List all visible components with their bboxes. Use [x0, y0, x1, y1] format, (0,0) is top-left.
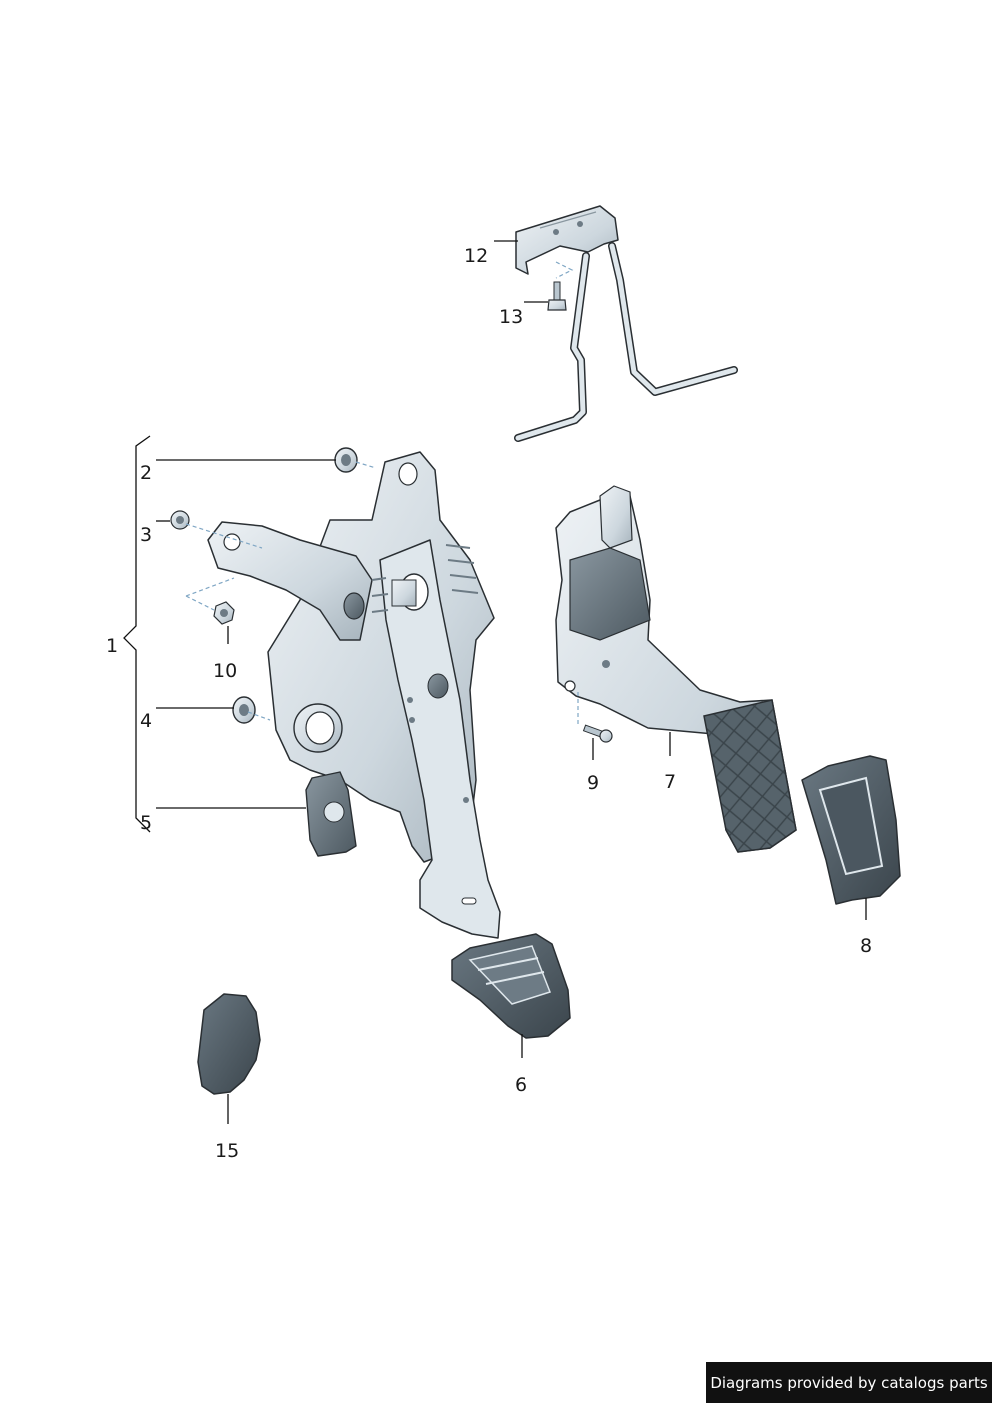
bracket-with-rod-part-12: [514, 205, 738, 442]
cap-part-15: [197, 993, 261, 1095]
callout-3: 3: [140, 524, 153, 546]
pedal-pad-part-8: [801, 755, 901, 905]
bolt-part-13: [547, 281, 567, 311]
callout-4: 4: [140, 710, 153, 732]
dashed-assembly-lines: [185, 261, 579, 724]
screw-part-9: [582, 724, 613, 743]
callout-15: 15: [215, 1140, 240, 1162]
nut-part-3: [170, 510, 190, 530]
brake-pedal-pad-part-6: [451, 933, 571, 1039]
callout-6: 6: [515, 1074, 528, 1096]
sensor-holder-part-5: [305, 771, 357, 857]
pedal-assembly-part-1: [207, 451, 501, 939]
callout-9: 9: [587, 772, 600, 794]
credit-banner: Diagrams provided by catalogs parts: [706, 1362, 992, 1403]
bush-part-4: [232, 696, 256, 724]
callout-8: 8: [860, 935, 873, 957]
callout-13: 13: [499, 306, 524, 328]
callout-5: 5: [140, 812, 153, 834]
bush-part-2: [334, 447, 358, 473]
callout-1: 1: [106, 635, 119, 657]
accelerator-pedal-part-7: [555, 485, 797, 853]
callout-7: 7: [664, 771, 677, 793]
hex-nut-part-10: [213, 601, 235, 625]
callout-2: 2: [140, 462, 153, 484]
callout-10: 10: [213, 660, 238, 682]
callout-12: 12: [464, 245, 489, 267]
leader-lines: [123, 240, 867, 1124]
